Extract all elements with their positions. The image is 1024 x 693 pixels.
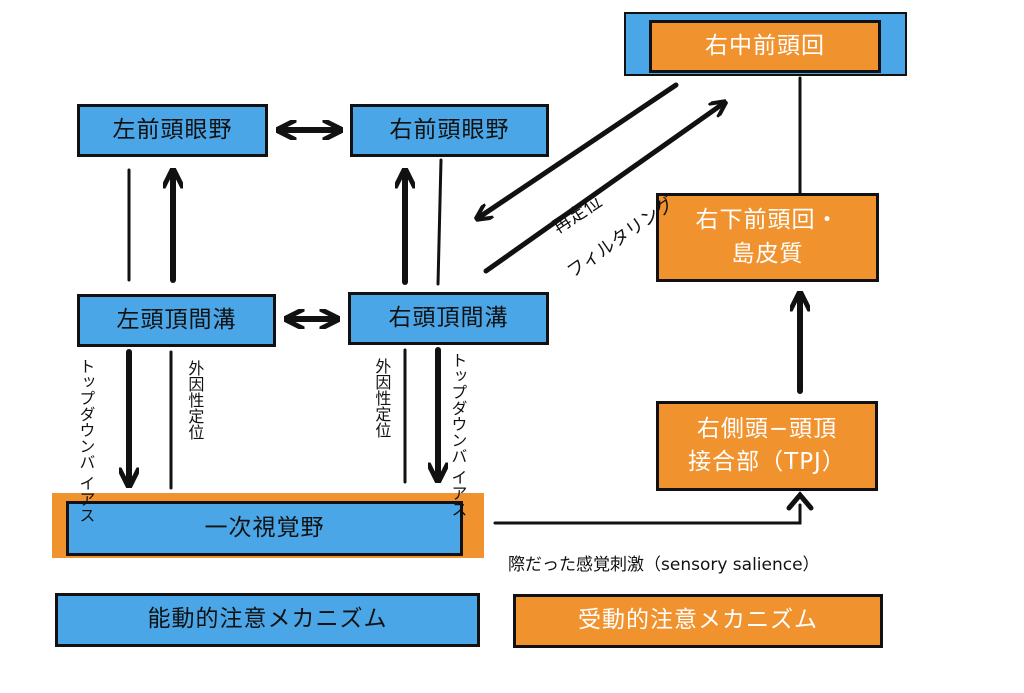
topdown-bias-left-line2: イアス [76, 475, 96, 524]
line-right-fef-to-right-ips [436, 158, 443, 286]
right-ifg-insula-label-2: 島皮質 [731, 240, 804, 267]
topdown-bias-right-line2: イアス [448, 469, 468, 518]
arrowhead-v1-to-tpj [786, 491, 814, 511]
right-middle-frontal-gyrus-label: 右中前頭回 [705, 32, 825, 59]
left-fef-label: 左前頭眼野 [112, 116, 233, 143]
left-ips-node: 左頭頂間溝 [77, 294, 276, 347]
v1-label: 一次視覚野 [204, 514, 325, 541]
arrow-v1-to-tpj-salience [493, 503, 802, 525]
sensory-salience-label: 際だった感覚刺激（sensory salience） [508, 555, 820, 575]
right-tpj-label-1: 右側頭−頭頂 [696, 415, 838, 442]
topdown-bias-left-label: トップダウンバ イアス [76, 358, 96, 524]
left-ips-label: 左頭頂間溝 [116, 306, 237, 333]
right-fef-node: 右前頭眼野 [350, 104, 549, 157]
right-tpj-node: 右側頭−頭頂 接合部（TPJ） [656, 401, 878, 491]
legend-passive-attention: 受動的注意メカニズム [513, 594, 883, 648]
left-fef-node: 左前頭眼野 [77, 104, 268, 157]
topdown-bias-right-line1: トップダウンバ [448, 352, 468, 464]
right-fef-label: 右前頭眼野 [389, 116, 510, 143]
topdown-bias-left-line1: トップダウンバ [76, 358, 96, 470]
exogenous-right-label: 外因性定位 [372, 358, 392, 438]
topdown-bias-right-label: トップダウンバ イアス [448, 352, 468, 518]
right-ifg-insula-node: 右下前頭回・ 島皮質 [656, 193, 879, 282]
arrow-right-ips-to-mfg-filtering [483, 103, 724, 274]
right-tpj-label-2: 接合部（TPJ） [688, 449, 846, 475]
arrow-mfg-to-right-ips-reorient [478, 82, 679, 218]
exogenous-left-label: 外因性定位 [185, 360, 205, 440]
v1-node: 一次視覚野 [66, 501, 463, 556]
right-ips-node: 右頭頂間溝 [348, 292, 549, 345]
right-middle-frontal-gyrus-node: 右中前頭回 [649, 20, 881, 73]
right-ips-label: 右頭頂間溝 [388, 304, 509, 331]
legend-active-label: 能動的注意メカニズム [147, 606, 388, 633]
right-ifg-insula-label-1: 右下前頭回・ [695, 207, 840, 234]
legend-passive-label: 受動的注意メカニズム [578, 607, 818, 634]
legend-active-attention: 能動的注意メカニズム [55, 593, 480, 647]
